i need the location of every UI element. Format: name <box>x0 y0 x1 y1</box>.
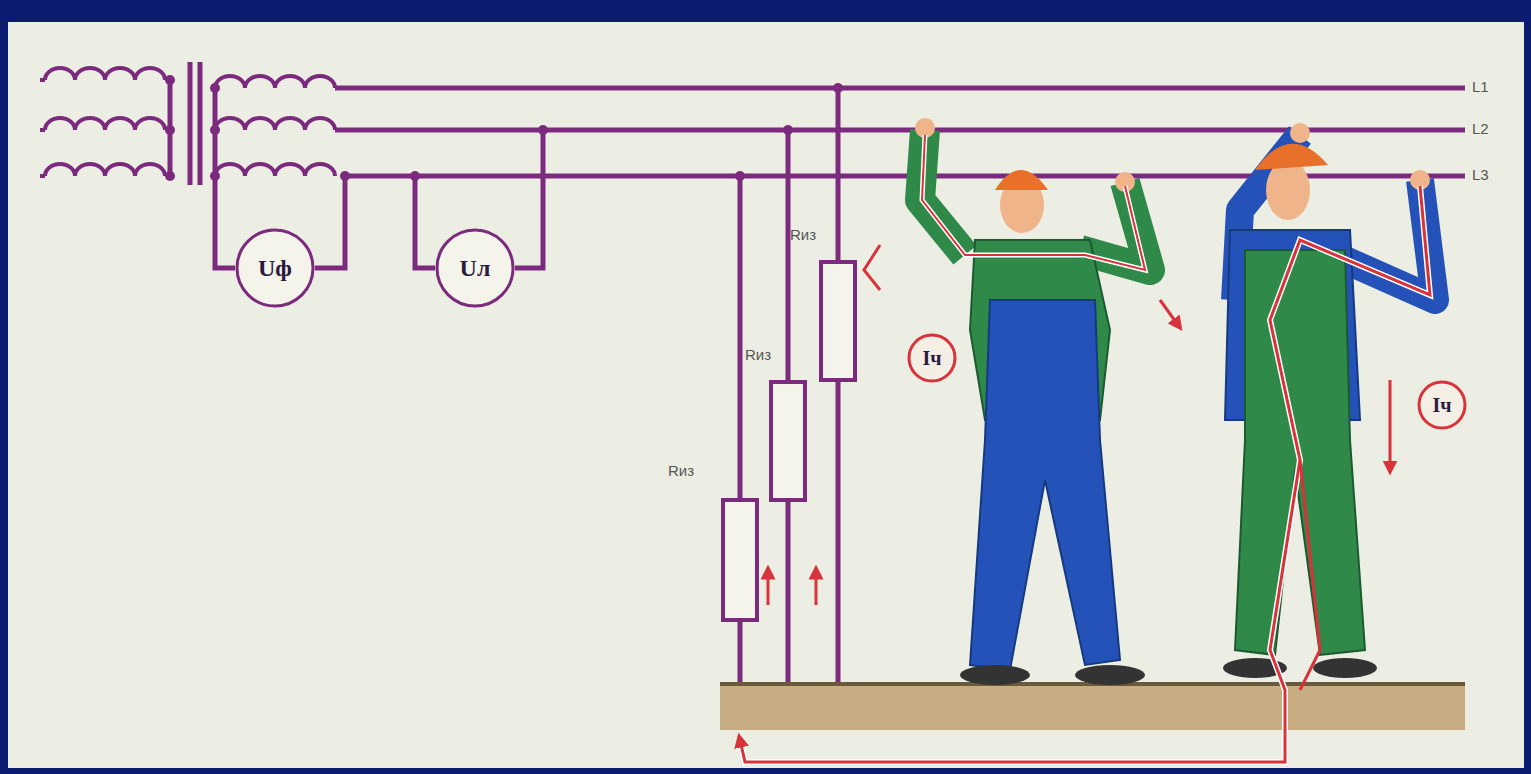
current-circle: Iч <box>907 333 957 383</box>
resistor-label: Rиз <box>745 346 771 363</box>
resistor-label: Rиз <box>668 462 694 479</box>
node-text: Uл <box>460 255 491 282</box>
voltmeter-circle: Uф <box>235 228 315 308</box>
node-text: Iч <box>1432 394 1451 417</box>
resistor-label: Rиз <box>790 226 816 243</box>
current-circle: Iч <box>1417 380 1467 430</box>
junctions <box>165 75 843 181</box>
phase-label: L1 <box>1472 78 1489 95</box>
resistor-symbol <box>723 262 855 620</box>
voltmeter-circle: Uл <box>435 228 515 308</box>
wires <box>170 62 1465 685</box>
phase-label: L2 <box>1472 120 1489 137</box>
node-text: Uф <box>258 255 292 282</box>
ground <box>720 684 1465 730</box>
panel <box>8 22 1524 768</box>
phase-label: L3 <box>1472 166 1489 183</box>
worker <box>740 123 1435 762</box>
node-text: Iч <box>922 347 941 370</box>
worker <box>915 118 1150 685</box>
